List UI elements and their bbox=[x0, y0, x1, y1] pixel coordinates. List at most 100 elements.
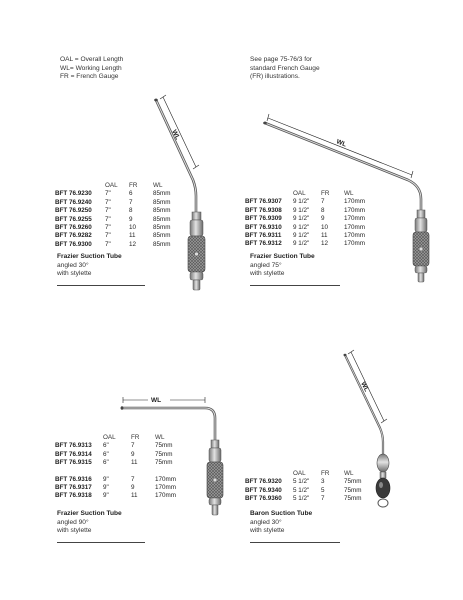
wl-value: 85mm bbox=[153, 198, 171, 206]
product-code: BFT 76.9300 bbox=[55, 240, 92, 248]
fr-value: 5 bbox=[321, 486, 325, 494]
wl-value: 85mm bbox=[153, 232, 171, 240]
fr-value: 7 bbox=[129, 198, 133, 206]
note-line-1: See page 75-76/3 for bbox=[250, 56, 312, 63]
oal-value: 6" bbox=[103, 450, 109, 458]
product-name: Frazier Suction Tube bbox=[250, 253, 315, 260]
legend-fr: FR = French Gauge bbox=[60, 73, 119, 81]
oal-value: 9 1/2" bbox=[293, 223, 310, 231]
caption-divider bbox=[57, 542, 145, 543]
wl-value: 75mm bbox=[155, 442, 173, 450]
product-code: BFT 76.9250 bbox=[55, 207, 92, 215]
product-code: BFT 76.9310 bbox=[245, 223, 282, 231]
oal-value: 9 1/2" bbox=[293, 215, 310, 223]
table-header: OAL FR WL bbox=[55, 182, 171, 190]
wl-value: 75mm bbox=[344, 495, 362, 503]
col-fr: FR bbox=[131, 434, 140, 441]
fr-value: 7 bbox=[131, 475, 135, 483]
fr-value: 11 bbox=[321, 232, 328, 240]
col-fr: FR bbox=[321, 470, 330, 477]
wl-value: 170mm bbox=[344, 240, 365, 248]
frazier-30-tube-illustration: WL bbox=[154, 94, 206, 291]
baron-30-tube-illustration: WL bbox=[343, 349, 391, 508]
col-wl: WL bbox=[344, 190, 354, 197]
product-code: BFT 76.9282 bbox=[55, 232, 92, 240]
fr-value: 9 bbox=[321, 215, 325, 223]
wl-value: 170mm bbox=[344, 206, 365, 214]
product-code: BFT 76.9260 bbox=[55, 224, 92, 232]
fr-value: 11 bbox=[131, 492, 138, 500]
table-spacer-row bbox=[55, 468, 176, 476]
fr-value: 6 bbox=[129, 190, 133, 198]
col-oal: OAL bbox=[105, 182, 118, 189]
wl-value: 75mm bbox=[155, 459, 173, 467]
fr-value: 8 bbox=[321, 206, 325, 214]
product-code: BFT 76.9308 bbox=[245, 206, 282, 214]
oal-value: 7" bbox=[105, 190, 111, 198]
product-code: BFT 76.9312 bbox=[245, 240, 282, 248]
table-header: OAL FR WL bbox=[245, 470, 362, 478]
fr-value: 9 bbox=[131, 450, 135, 458]
product-name: Baron Suction Tube bbox=[250, 510, 313, 517]
fr-value: 7 bbox=[321, 495, 325, 503]
oal-value: 5 1/2" bbox=[293, 495, 310, 503]
product-code: BFT 76.9340 bbox=[245, 486, 282, 494]
fr-value: 7 bbox=[131, 442, 135, 450]
oal-value: 7" bbox=[105, 215, 111, 223]
product-name: Frazier Suction Tube bbox=[57, 253, 122, 260]
col-oal: OAL bbox=[103, 434, 116, 441]
fr-value: 12 bbox=[129, 240, 137, 248]
wl-value: 75mm bbox=[344, 486, 362, 494]
product-code: BFT 76.9255 bbox=[55, 215, 92, 223]
frazier-90-tube-illustration: WL bbox=[120, 395, 224, 516]
col-wl: WL bbox=[155, 434, 165, 441]
wl-label-3: WL bbox=[151, 397, 161, 404]
product-name: Frazier Suction Tube bbox=[57, 510, 122, 517]
product-stylette: with stylette bbox=[57, 527, 92, 534]
wl-value: 85mm bbox=[153, 190, 171, 198]
wl-value: 170mm bbox=[155, 492, 176, 500]
product-stylette: with stylette bbox=[250, 527, 285, 534]
wl-value: 85mm bbox=[153, 240, 171, 248]
table-row: BFT 76.9315 6" 11 75mm bbox=[55, 459, 176, 467]
product-code: BFT 76.9311 bbox=[245, 232, 282, 240]
wl-value: 170mm bbox=[344, 198, 365, 206]
wl-value: 75mm bbox=[344, 478, 362, 486]
oal-value: 9" bbox=[103, 475, 109, 483]
product-code: BFT 76.9309 bbox=[245, 215, 282, 223]
col-oal: OAL bbox=[293, 190, 306, 197]
fr-value: 12 bbox=[321, 240, 329, 248]
oal-value: 9 1/2" bbox=[293, 198, 310, 206]
product-stylette: with stylette bbox=[57, 270, 92, 277]
product-caption-baron-30: Baron Suction Tube angled 30° with style… bbox=[250, 510, 312, 536]
table-row: BFT 76.9318 9" 11 170mm bbox=[55, 492, 176, 500]
fr-value: 11 bbox=[131, 459, 138, 467]
fr-value: 10 bbox=[129, 224, 137, 232]
wl-value: 170mm bbox=[344, 232, 365, 240]
oal-value: 5 1/2" bbox=[293, 478, 310, 486]
oal-value: 7" bbox=[105, 198, 111, 206]
product-code: BFT 76.9318 bbox=[55, 492, 92, 500]
legend-wl: WL= Working Length bbox=[60, 64, 122, 72]
oal-value: 6" bbox=[103, 459, 109, 467]
wl-label-1: WL bbox=[170, 129, 181, 141]
oal-value: 9" bbox=[103, 492, 109, 500]
product-code: BFT 76.9315 bbox=[55, 459, 92, 467]
product-code: BFT 76.9313 bbox=[55, 442, 92, 450]
product-caption-frazier-90: Frazier Suction Tube angled 90° with sty… bbox=[57, 510, 122, 536]
